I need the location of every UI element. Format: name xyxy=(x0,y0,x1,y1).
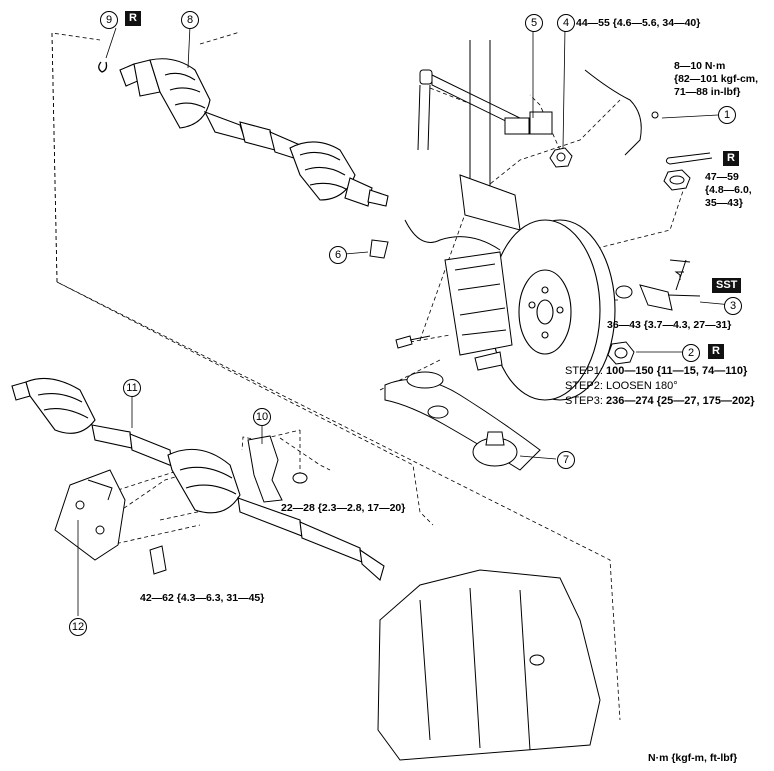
step3-value: 236—274 {25—27, 175—202} xyxy=(605,395,755,407)
transaxle xyxy=(377,569,601,761)
torque-label-1-line3: 71—88 in-lbf} xyxy=(674,86,741,98)
step2-value: LOOSEN 180° xyxy=(605,380,678,392)
callout-1: 1 xyxy=(718,106,736,124)
torque-label-castle-nut-line1: 47—59 xyxy=(705,171,739,183)
washer xyxy=(615,285,633,299)
callout-9: 9 xyxy=(100,11,118,29)
callout-7: 7 xyxy=(557,451,575,469)
bracket-bolt xyxy=(149,545,167,575)
callout-5: 5 xyxy=(525,14,543,32)
step1-label: STEP1: xyxy=(565,365,603,377)
step2-text: STEP2: LOOSEN 180° xyxy=(565,379,678,393)
torque-label-castle-nut-line3: 35—43} xyxy=(705,197,743,209)
callout-8: 8 xyxy=(181,11,199,29)
leader-lines xyxy=(77,25,733,616)
nut-strut xyxy=(549,147,573,168)
drive-shaft-upper xyxy=(119,58,389,207)
torque-label-bracket-bolt: 42—62 {4.3—6.3, 31—45} xyxy=(140,592,265,604)
support-bracket xyxy=(54,469,126,561)
callout-11: 11 xyxy=(123,379,141,397)
brake-disc xyxy=(489,219,616,401)
tie-rod-end xyxy=(639,259,701,311)
hub-nut xyxy=(607,341,635,365)
callout-6: 6 xyxy=(329,246,347,264)
cotter-pin xyxy=(665,152,713,165)
callout-4: 4 xyxy=(557,14,575,32)
callout-2: 2 xyxy=(682,344,700,362)
drive-shaft-lower xyxy=(11,377,385,581)
callout-3: 3 xyxy=(724,297,742,315)
torque-label-1-line1: 8—10 N·m xyxy=(674,60,726,72)
step3-text: STEP3: 236—274 {25—27, 175—202} xyxy=(565,394,755,408)
washer-lower xyxy=(292,472,308,484)
torque-label-bracket-nut: 22—28 {2.3—2.8, 17—20} xyxy=(281,502,406,514)
caliper-bolt xyxy=(395,335,431,349)
replace-tag-hub-nut: R xyxy=(708,344,724,359)
sst-tag: SST xyxy=(712,278,742,293)
snap-ring xyxy=(98,61,108,73)
torque-label-washer: 36—43 {3.7—4.3, 27—31} xyxy=(607,319,732,331)
torque-label-4: 44—55 {4.6—5.6, 34—40} xyxy=(576,17,701,29)
step3-label: STEP3: xyxy=(565,395,603,407)
torque-label-castle-nut-line2: {4.8—6.0, xyxy=(705,184,752,196)
callout-12: 12 xyxy=(69,618,87,636)
castle-nut xyxy=(663,169,691,191)
replace-tag-cotter-pin: R xyxy=(723,151,739,166)
lock-clip xyxy=(369,239,389,259)
callout-10: 10 xyxy=(253,408,271,426)
step1-text: STEP1: 100—150 {11—15, 74—110} xyxy=(565,364,747,378)
strut-and-link xyxy=(404,40,553,251)
bearing-bracket xyxy=(247,435,283,503)
units-legend: N·m {kgf-m, ft-lbf} xyxy=(648,752,738,764)
ball-joint xyxy=(472,431,518,467)
torque-label-1-line2: {82—101 kgf-cm, xyxy=(674,73,759,85)
replace-tag-snap-ring: R xyxy=(125,11,141,26)
abs-wire xyxy=(584,69,642,156)
step1-value: 100—150 {11—15, 74—110} xyxy=(605,365,748,377)
step2-label: STEP2: xyxy=(565,380,603,392)
brake-caliper xyxy=(444,251,513,371)
